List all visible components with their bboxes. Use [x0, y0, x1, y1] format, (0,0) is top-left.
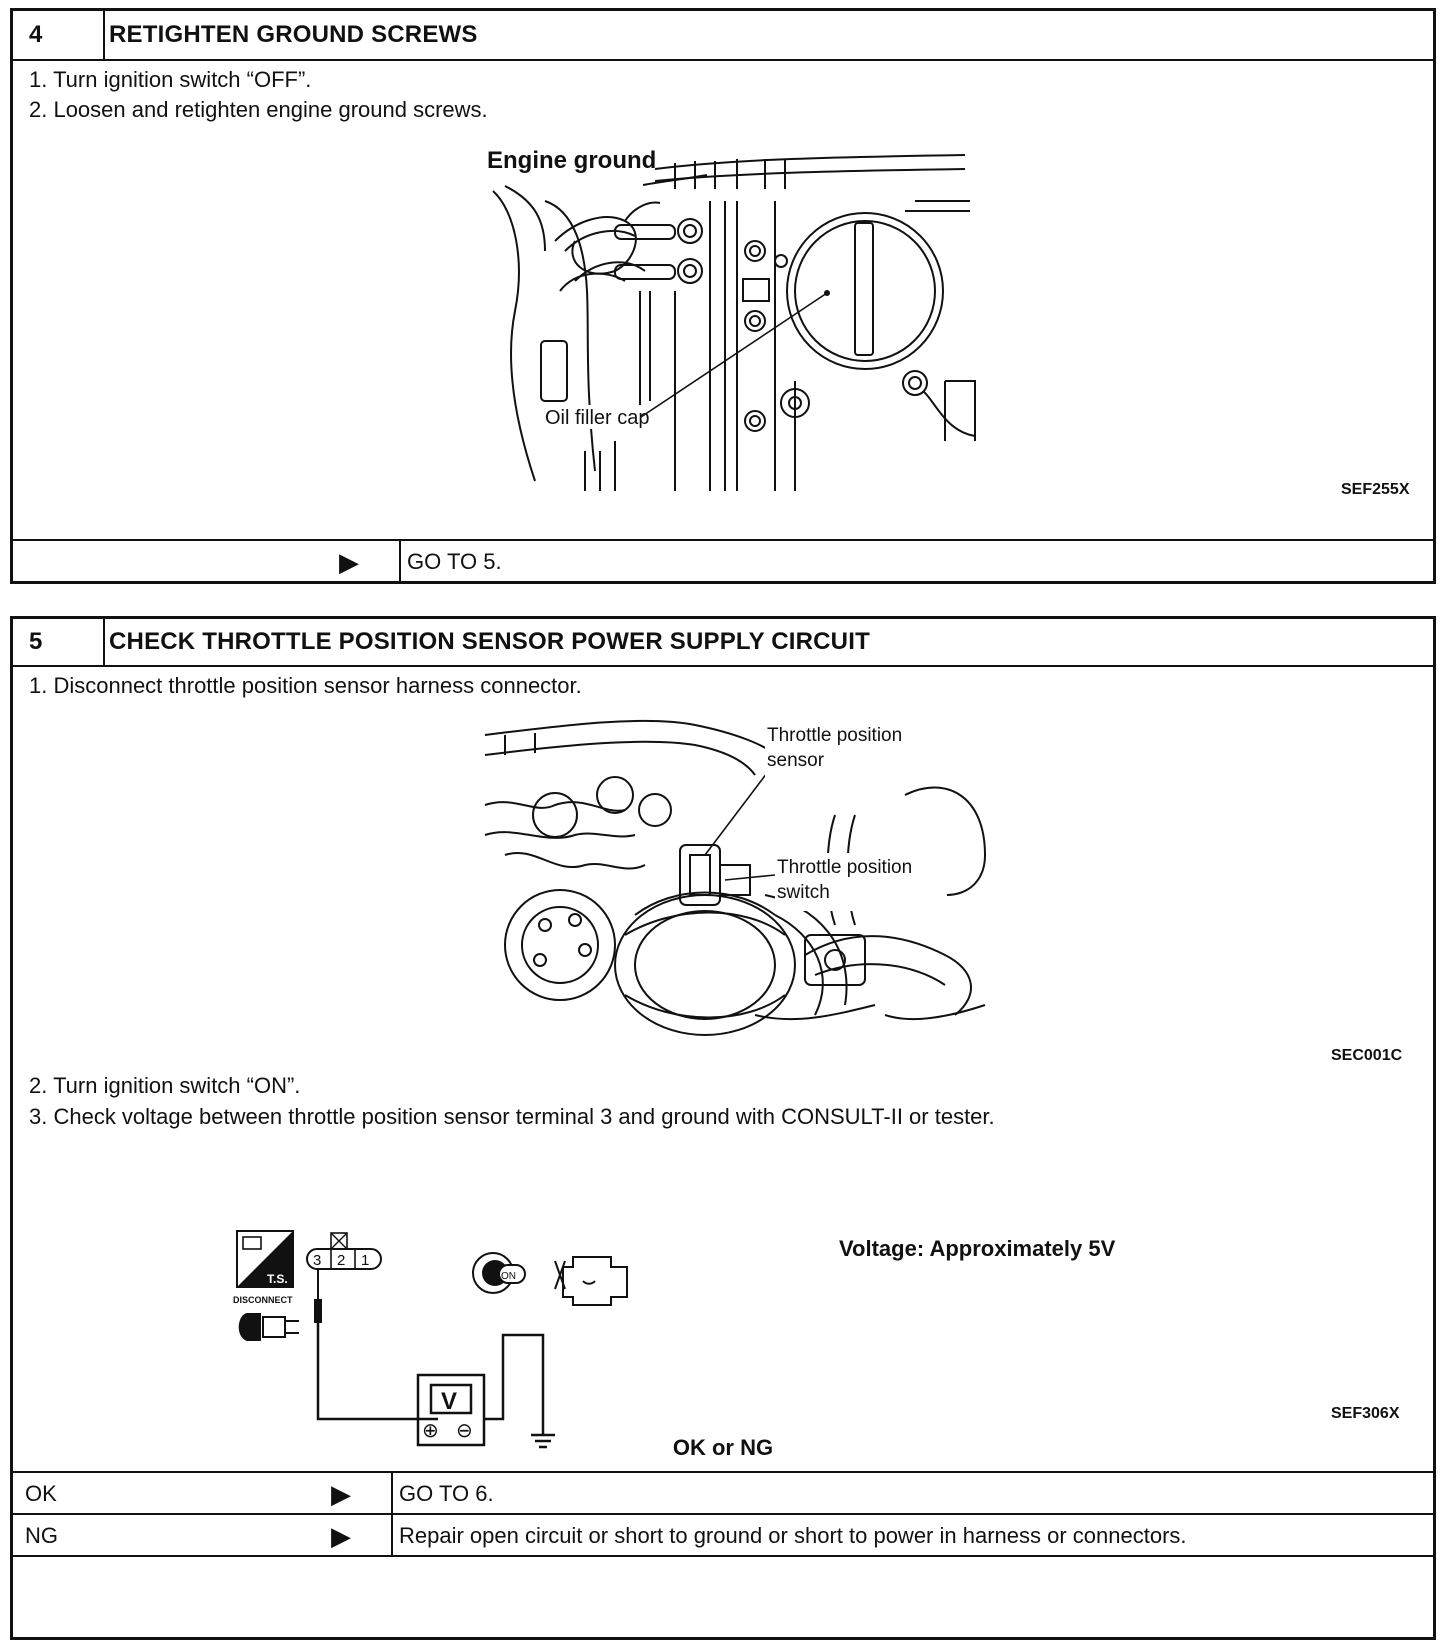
step-4-box: 4 RETIGHTEN GROUND SCREWS 1. Turn igniti… — [10, 8, 1436, 584]
result-divider — [391, 1473, 393, 1515]
step-5-title: CHECK THROTTLE POSITION SENSOR POWER SUP… — [109, 628, 870, 655]
step-4-instruction-2: 2. Loosen and retighten engine ground sc… — [29, 97, 488, 122]
ts-disconnect-icon: T.S. DISCONNECT — [233, 1230, 299, 1341]
arrow-right-icon: ▶ — [331, 1520, 351, 1551]
engine-icon — [554, 1256, 628, 1306]
disconnect-label: DISCONNECT — [233, 1295, 293, 1305]
svg-text:2: 2 — [337, 1252, 345, 1269]
step-4-result-row: ▶ GO TO 5. — [13, 539, 1433, 583]
voltage-check-figure: T.S. DISCONNECT 3 2 1 ON — [233, 1230, 628, 1341]
figure-code-sec001c: SEC001C — [1331, 1047, 1403, 1064]
svg-text:ON: ON — [501, 1271, 516, 1282]
svg-text:1: 1 — [361, 1252, 369, 1269]
result-bottom-border — [13, 1555, 1433, 1557]
step-5-header: 5 CHECK THROTTLE POSITION SENSOR POWER S… — [13, 619, 1433, 667]
arrow-right-icon: ▶ — [339, 546, 359, 577]
throttle-position-switch-label-2: switch — [777, 882, 830, 903]
voltage-spec: Voltage: Approximately 5V — [839, 1236, 1116, 1261]
oil-filler-cap-label: Oil filler cap — [545, 407, 649, 429]
step-4-number: 4 — [13, 11, 105, 59]
goto-5-link[interactable]: GO TO 5. — [407, 549, 502, 574]
engine-ground-figure: Engine ground Oil filler cap — [487, 147, 976, 491]
ignition-key-on-icon: ON — [472, 1252, 526, 1294]
ok-or-ng-label: OK or NG — [672, 1435, 774, 1460]
voltmeter-label: V — [441, 1388, 457, 1415]
voltmeter-plus-terminal: ⊕ — [422, 1420, 439, 1442]
step-5-instruction-3: 3. Check voltage between throttle positi… — [29, 1104, 995, 1129]
step-5-number: 5 — [13, 619, 105, 665]
throttle-position-sensor-label-2: sensor — [767, 750, 825, 771]
result-divider — [399, 541, 401, 583]
figure-code-sef306x: SEF306X — [1331, 1405, 1400, 1422]
arrow-right-icon: ▶ — [331, 1478, 351, 1509]
throttle-position-sensor-label-1: Throttle position — [767, 725, 902, 746]
step-4-header: 4 RETIGHTEN GROUND SCREWS — [13, 11, 1433, 61]
throttle-position-switch-label-1: Throttle position — [777, 857, 912, 878]
connector-terminals: 3 2 1 — [306, 1232, 382, 1270]
repair-instruction: Repair open circuit or short to ground o… — [399, 1523, 1187, 1548]
svg-text:3: 3 — [313, 1252, 321, 1269]
result-label-ok: OK — [25, 1481, 57, 1506]
step-4-title: RETIGHTEN GROUND SCREWS — [109, 21, 478, 48]
voltmeter-minus-terminal: ⊖ — [456, 1420, 473, 1442]
result-row-ng: NG ▶ Repair open circuit or short to gro… — [13, 1513, 1433, 1557]
engine-ground-label: Engine ground — [487, 147, 656, 174]
step-4-instruction-1: 1. Turn ignition switch “OFF”. — [29, 67, 312, 92]
result-label-ng: NG — [25, 1523, 58, 1548]
goto-6-link[interactable]: GO TO 6. — [399, 1481, 494, 1506]
step-5-instruction-2: 2. Turn ignition switch “ON”. — [29, 1073, 301, 1098]
result-divider — [391, 1515, 393, 1557]
svg-text:T.S.: T.S. — [267, 1272, 288, 1286]
figure-code-sef255x: SEF255X — [1341, 481, 1410, 498]
voltmeter-figure: V ⊕ ⊖ — [316, 1323, 555, 1449]
step-5-box: 5 CHECK THROTTLE POSITION SENSOR POWER S… — [10, 616, 1436, 1640]
result-row-ok: OK ▶ GO TO 6. — [13, 1471, 1433, 1515]
step-5-instruction-1: 1. Disconnect throttle position sensor h… — [29, 673, 582, 698]
throttle-position-sensor-figure: Throttle position sensor Throttle positi… — [484, 719, 987, 1036]
